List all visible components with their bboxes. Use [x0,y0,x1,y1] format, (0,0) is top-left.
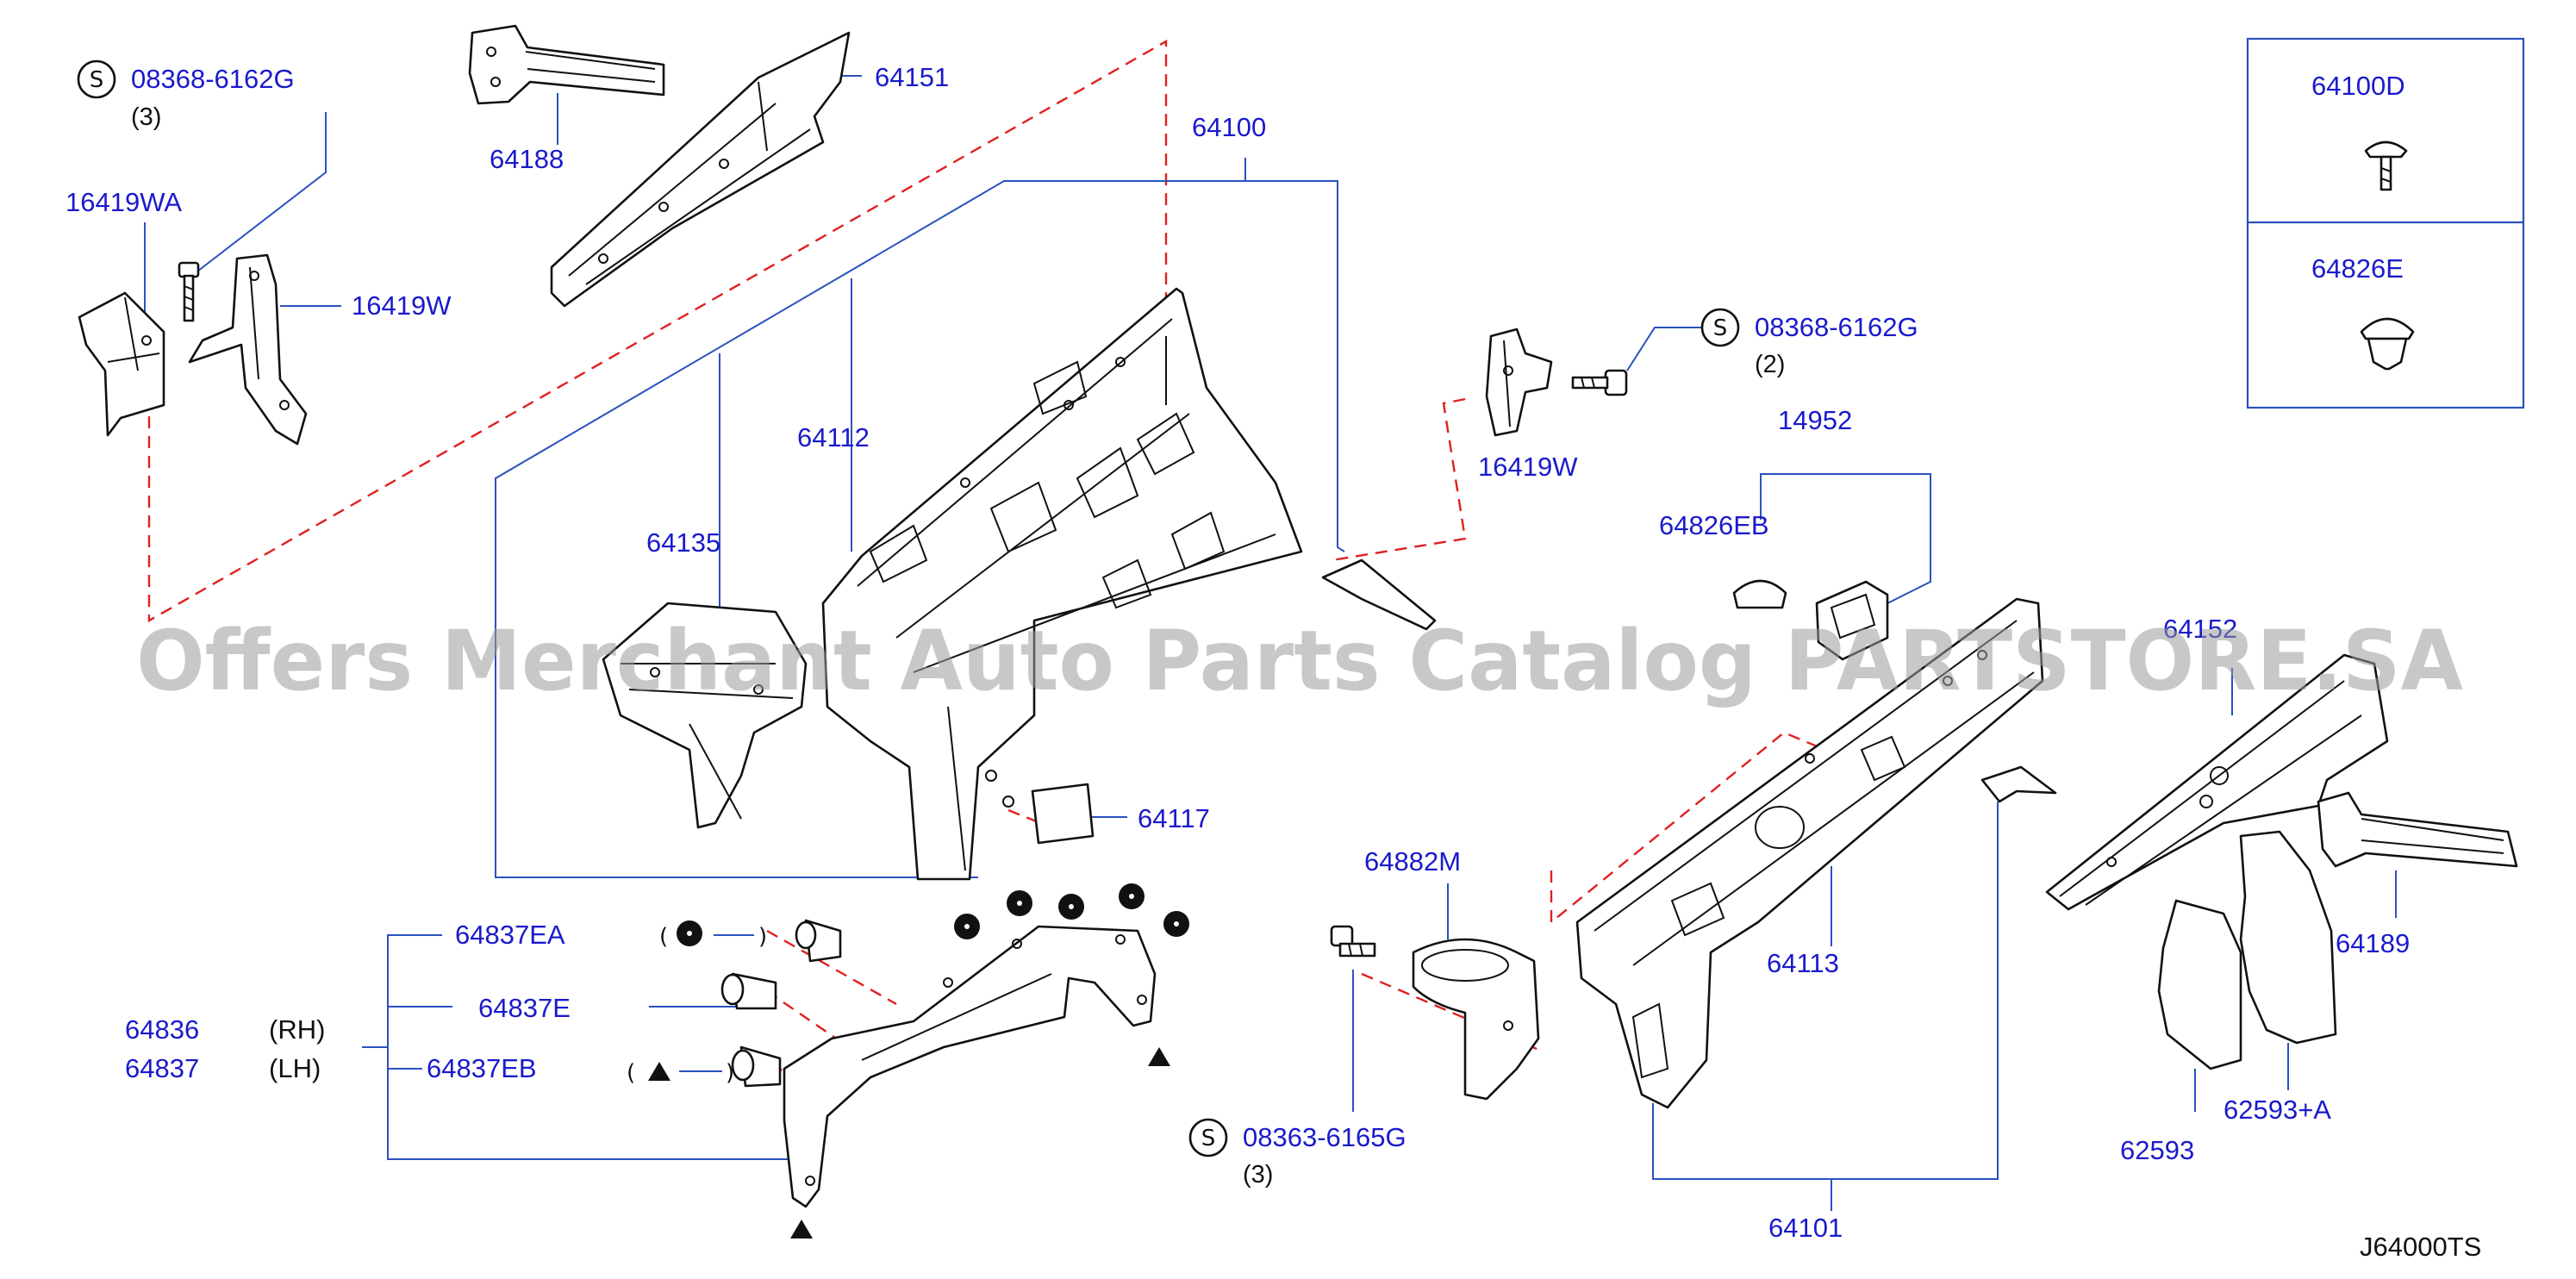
part-64117 [1031,783,1095,845]
callout-64117: 64117 [1138,803,1210,833]
callout-64112: 64112 [797,422,870,452]
part-64188 [468,24,665,105]
screw-bottom [1330,925,1376,958]
callout-64101: 64101 [1768,1213,1843,1243]
side-lh: (LH) [269,1053,321,1083]
svg-text:S: S [1713,315,1728,341]
callout-64836: 64836 [125,1014,199,1045]
callout-64113: 64113 [1767,948,1839,978]
screw-symbol-mid-right: S [1700,308,1740,347]
svg-text:): ) [758,924,767,950]
part-64189 [2317,791,2518,868]
part-64135 [602,602,808,829]
callout-64188: 64188 [490,144,564,174]
part-16419W-left [188,253,308,446]
clip-64837EA [795,919,842,963]
callout-64189: 64189 [2336,928,2410,958]
part-16419WA [78,291,165,437]
diagram-code: J64000TS [2360,1232,2481,1262]
svg-text:S: S [90,67,104,93]
screw-part-bottom: 08363-6165G [1243,1122,1407,1152]
callout-64151: 64151 [875,62,949,92]
part-64100D [2364,140,2408,191]
callout-64100: 64100 [1192,112,1266,142]
clip-legend-marks: ( ) ( ) [627,924,767,1086]
part-64101-trim [1980,765,2057,803]
clip-64837E [720,972,777,1010]
part-62593A [2239,830,2337,1045]
part-64836-64837 [783,925,1157,1208]
callout-62593: 62593 [2120,1135,2194,1165]
callout-64837EA: 64837EA [455,920,565,950]
callout-64826EB: 64826EB [1659,510,1769,540]
screw-mid-right [1571,369,1628,396]
watermark: Offers Merchant Auto Parts Catalog PARTS… [136,613,2463,709]
part-16419W-right [1485,328,1553,437]
screw-symbol-bottom: S [1188,1118,1228,1157]
callout-14952: 14952 [1778,405,1852,435]
triangle-mark [790,1220,813,1238]
leader-lines [144,75,2397,1211]
inset-part-64826E: 64826E [2311,253,2404,284]
inset-box [2246,37,2525,409]
screw-qty-mid-right: (2) [1755,351,1785,378]
svg-text:(: ( [659,924,668,950]
callout-labels: 64151 64188 64100 64112 64135 64117 1641… [65,62,2481,1262]
callout-64837EB: 64837EB [427,1053,537,1083]
callout-64135: 64135 [646,527,720,558]
callout-16419W-left: 16419W [352,290,452,321]
callout-62593A: 62593+A [2224,1095,2331,1125]
part-64112 [821,287,1303,881]
screw-qty-bottom: (3) [1243,1161,1273,1189]
clip-64837EB [731,1045,782,1088]
screw-part-top-left: 08368-6162G [131,64,295,94]
triangle-mark [1148,1047,1170,1066]
screw-top-left [178,261,200,322]
part-64152 [2045,653,2389,911]
inset-part-64100D: 64100D [2311,71,2405,101]
side-rh: (RH) [269,1014,325,1045]
callout-64882M: 64882M [1364,846,1461,877]
svg-text:): ) [726,1060,734,1086]
part-14952 [1815,580,1889,661]
svg-text:S: S [1201,1126,1216,1151]
callout-64837: 64837 [125,1053,199,1083]
part-64882M [1412,938,1540,1101]
callout-64152: 64152 [2163,614,2237,644]
part-64100-side-trim [1321,558,1437,631]
part-64826EB [1732,579,1787,609]
part-64113 [1575,597,2044,1109]
triangle-mark [648,1062,671,1081]
screw-part-mid-right: 08368-6162G [1755,312,1918,342]
screw-qty-top-left: (3) [131,103,161,131]
callout-16419W-right: 16419W [1478,452,1578,482]
part-62593 [2157,899,2242,1070]
callout-64837E: 64837E [478,993,571,1023]
part-64826E [2360,317,2415,371]
svg-text:(: ( [627,1060,635,1086]
location-marks [648,883,1189,1238]
part-64151 [550,31,851,308]
callout-16419WA: 16419WA [65,187,182,217]
screw-symbol-top-left: S [77,59,116,99]
